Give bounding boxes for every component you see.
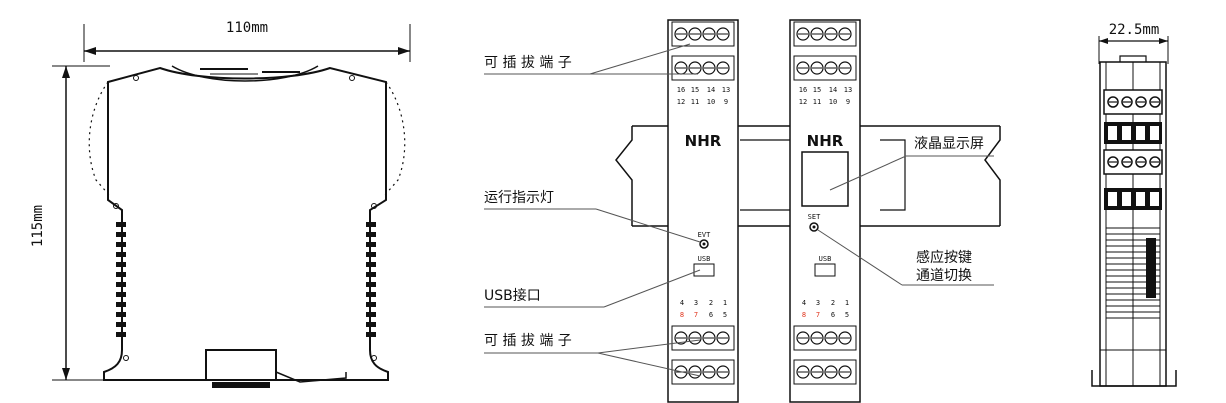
svg-text:13: 13 — [722, 86, 730, 94]
evt-label: EVT — [698, 231, 711, 239]
svg-text:16: 16 — [677, 86, 685, 94]
svg-text:1: 1 — [723, 299, 727, 307]
brand-logo: NHR — [685, 132, 722, 150]
set-label: SET — [808, 213, 821, 221]
screw-hole — [133, 75, 139, 81]
svg-text:13: 13 — [844, 86, 852, 94]
rail-hook-dotted — [383, 81, 406, 197]
svg-text:5: 5 — [723, 311, 727, 319]
terminal-numbers-top: 16 15 14 13 12 11 10 9 — [799, 86, 852, 106]
rail-hook-dotted — [88, 81, 111, 197]
dim-arrow — [398, 47, 410, 55]
dim-arrow — [84, 47, 96, 55]
housing-outline — [103, 66, 389, 381]
callout-sense-key-line1: 感应按键 — [916, 249, 972, 266]
svg-text:15: 15 — [691, 86, 699, 94]
svg-text:12: 12 — [799, 98, 807, 106]
svg-text:1: 1 — [845, 299, 849, 307]
callout-terminal-top: 可 插 拔 端 子 — [484, 55, 572, 71]
terminal-numbers-top: 16 15 14 13 12 11 10 9 — [677, 86, 730, 106]
usb-label: USB — [698, 255, 711, 263]
svg-text:2: 2 — [831, 299, 835, 307]
callout-sense-key-line2: 通道切换 — [916, 267, 972, 284]
svg-text:9: 9 — [724, 98, 728, 106]
svg-text:11: 11 — [813, 98, 821, 106]
terminal-numbers-bottom: 4 3 2 1 8 7 6 5 — [802, 299, 849, 319]
svg-text:14: 14 — [829, 86, 837, 94]
screw-hole — [113, 203, 119, 209]
narrow-latch — [1146, 238, 1156, 298]
svg-text:8: 8 — [802, 311, 806, 319]
module-front-2: 16 15 14 13 12 11 10 9 NHR SET USB 4 3 2… — [789, 19, 861, 403]
svg-text:10: 10 — [707, 98, 715, 106]
brand-logo: NHR — [807, 132, 844, 150]
svg-text:14: 14 — [707, 86, 715, 94]
usb-label: USB — [819, 255, 832, 263]
narrow-din-clip — [1091, 370, 1177, 387]
terminal-numbers-bottom: 4 3 2 1 8 7 6 5 — [680, 299, 727, 319]
svg-text:3: 3 — [694, 299, 698, 307]
top-cover-arc — [171, 65, 319, 82]
screw-hole — [371, 203, 377, 209]
svg-text:10: 10 — [829, 98, 837, 106]
svg-text:6: 6 — [831, 311, 835, 319]
screw-hole — [349, 75, 355, 81]
svg-text:8: 8 — [680, 311, 684, 319]
callout-terminal-bottom: 可 插 拔 端 子 — [484, 333, 572, 349]
usb-port[interactable] — [814, 263, 836, 277]
usb-port[interactable] — [693, 263, 715, 277]
callout-run-indicator: 运行指示灯 — [484, 190, 554, 206]
clip-latch — [275, 371, 347, 383]
svg-text:7: 7 — [816, 311, 820, 319]
narrow-terminal-slots — [1104, 188, 1162, 210]
side-profile-view: 110mm 115mm — [30, 20, 411, 388]
dim-arrow — [62, 66, 70, 78]
svg-text:4: 4 — [802, 299, 806, 307]
svg-text:9: 9 — [846, 98, 850, 106]
svg-text:12: 12 — [677, 98, 685, 106]
svg-text:7: 7 — [694, 311, 698, 319]
svg-text:5: 5 — [845, 311, 849, 319]
vent-slots-left — [116, 222, 126, 337]
height-dimension-label: 115mm — [30, 205, 46, 247]
din-clip — [205, 349, 277, 381]
callouts: 可 插 拔 端 子 运行指示灯 USB接口 可 插 拔 端 子 液晶显示屏 感应… — [484, 43, 994, 377]
svg-text:3: 3 — [816, 299, 820, 307]
callout-lcd: 液晶显示屏 — [914, 136, 984, 152]
svg-text:16: 16 — [799, 86, 807, 94]
dim-arrow — [62, 368, 70, 380]
svg-text:4: 4 — [680, 299, 684, 307]
vent-slots-right — [366, 222, 376, 337]
width-dimension-label: 110mm — [226, 20, 268, 36]
narrow-side-view: 22.5mm — [1091, 22, 1177, 387]
din-clip-base — [212, 382, 270, 388]
lcd-window — [801, 151, 849, 207]
narrow-width-label: 22.5mm — [1109, 22, 1160, 38]
svg-text:11: 11 — [691, 98, 699, 106]
svg-text:2: 2 — [709, 299, 713, 307]
narrow-terminal-slots — [1104, 122, 1162, 144]
screw-hole — [123, 355, 129, 361]
svg-text:15: 15 — [813, 86, 821, 94]
screw-hole — [371, 355, 377, 361]
callout-usb-port: USB接口 — [484, 287, 541, 304]
svg-text:6: 6 — [709, 311, 713, 319]
module-front-1: 16 15 14 13 12 11 10 9 NHR EVT USB 4 3 2… — [667, 19, 739, 403]
